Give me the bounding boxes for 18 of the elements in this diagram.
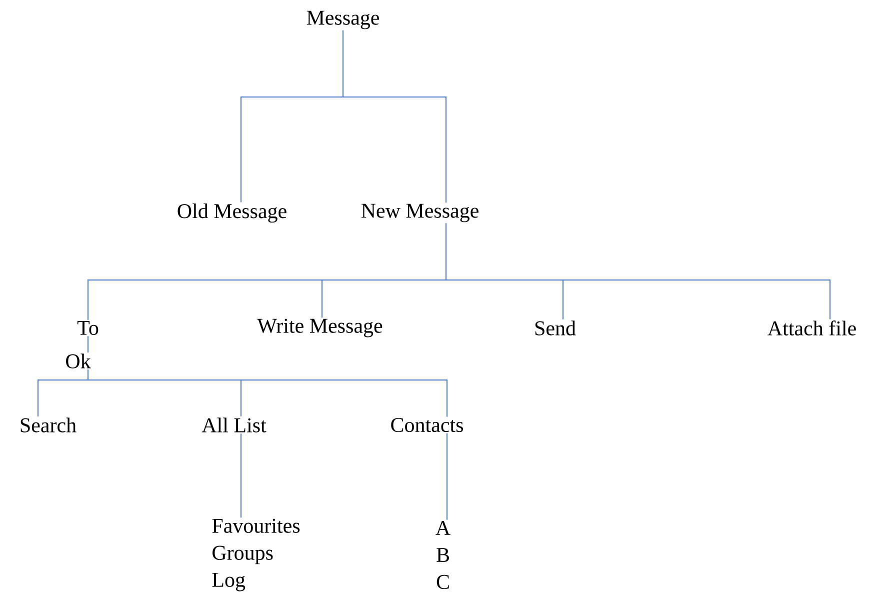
connector-line bbox=[342, 30, 446, 204]
connector-line bbox=[446, 222, 830, 320]
connector-line bbox=[88, 369, 448, 418]
node-text: Message bbox=[306, 10, 380, 30]
node-text: Favourites Groups Log bbox=[212, 518, 300, 592]
node-text: Attach file bbox=[768, 320, 856, 336]
connector-line bbox=[446, 432, 448, 520]
node-text: All List bbox=[202, 418, 266, 432]
node-text: New Message bbox=[361, 204, 478, 222]
node-text: To bbox=[77, 321, 98, 335]
node-text: A B C bbox=[436, 520, 450, 590]
node-text: Contacts bbox=[391, 418, 463, 432]
node-text: Send bbox=[535, 320, 576, 336]
node-text: Search bbox=[20, 418, 76, 432]
connector-line bbox=[240, 433, 242, 518]
node-text: Old Message bbox=[178, 203, 286, 223]
node-text: Write Message bbox=[257, 318, 382, 338]
node-text: Ok bbox=[66, 354, 91, 368]
